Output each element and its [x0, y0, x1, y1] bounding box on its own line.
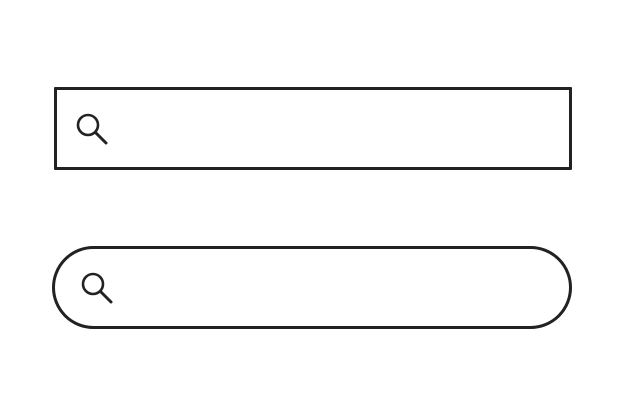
search-icon[interactable] [72, 109, 112, 149]
search-bar-rectangular[interactable] [54, 87, 572, 170]
search-icon[interactable] [77, 268, 117, 308]
search-input[interactable] [127, 264, 545, 311]
search-bar-rounded[interactable] [52, 246, 572, 329]
search-input[interactable] [122, 105, 545, 152]
